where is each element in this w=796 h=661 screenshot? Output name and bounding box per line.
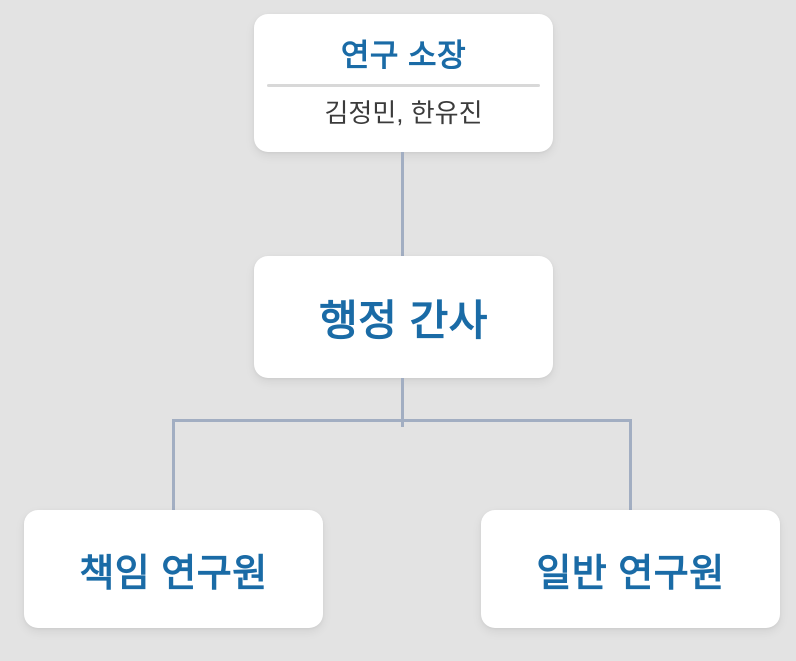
org-node-admin-secretary: 행정 간사	[254, 256, 553, 378]
org-node-senior-researcher-title: 책임 연구원	[79, 552, 268, 595]
org-node-admin-secretary-title: 행정 간사	[319, 296, 488, 344]
director-title-divider	[267, 83, 540, 87]
org-node-director-members: 김정민, 한유진	[324, 97, 483, 128]
connector-center-stub	[401, 419, 404, 427]
connector-drop-general	[629, 419, 632, 510]
connector-admin-stem	[401, 378, 404, 420]
connector-director-admin	[401, 152, 404, 256]
org-node-director-title: 연구 소장	[340, 38, 467, 74]
org-node-senior-researcher: 책임 연구원	[24, 510, 323, 628]
org-node-general-researcher: 일반 연구원	[481, 510, 780, 628]
connector-drop-senior	[172, 419, 175, 510]
org-node-general-researcher-title: 일반 연구원	[536, 552, 725, 595]
org-node-director: 연구 소장 김정민, 한유진	[254, 14, 553, 152]
